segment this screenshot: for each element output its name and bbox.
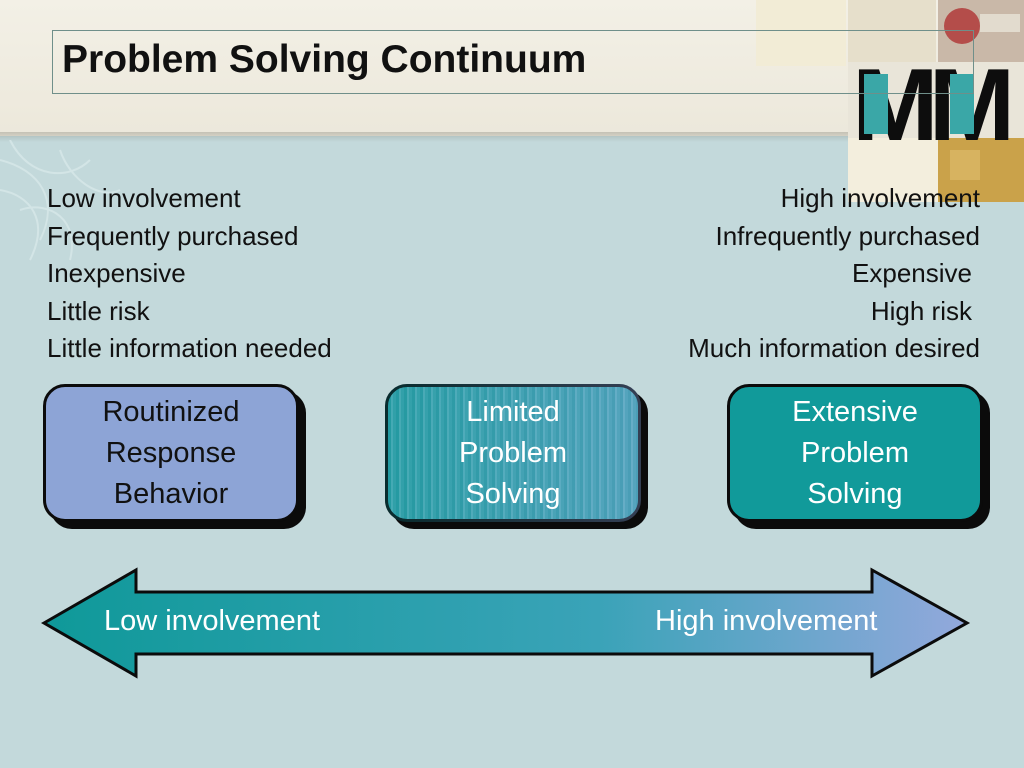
routinized-response-box: Routinized Response Behavior [43, 384, 299, 522]
logo-mark: MM [850, 66, 1024, 140]
list-item: Expensive [852, 258, 972, 288]
arrow-high-label: High involvement [655, 605, 878, 637]
header-shadow [0, 132, 1024, 142]
high-involvement-list: High involvement Infrequently purchased … [688, 180, 980, 368]
involvement-arrow [40, 567, 971, 679]
list-item: Infrequently purchased [715, 220, 980, 251]
extensive-problem-solving-box: Extensive Problem Solving [727, 384, 983, 522]
slide-title: Problem Solving Continuum [62, 38, 587, 81]
box-label: Extensive Problem Solving [792, 395, 918, 510]
list-item: Inexpensive [47, 258, 186, 288]
list-item: Low involvement [47, 183, 241, 213]
box-label: Routinized Response Behavior [102, 395, 240, 510]
list-item: Little information needed [47, 333, 332, 363]
list-item: Little risk [47, 295, 150, 326]
list-item: High risk [870, 295, 972, 326]
list-item: High involvement [780, 183, 980, 213]
title-frame [52, 30, 974, 94]
box-label: Limited Problem Solving [459, 395, 567, 510]
low-involvement-list: Low involvement Frequently purchased Ine… [47, 180, 332, 368]
swirl-decoration [0, 140, 121, 261]
arrow-low-label: Low involvement [104, 605, 320, 637]
limited-problem-solving-box: Limited Problem Solving [385, 384, 641, 522]
list-item: Much information desired [688, 333, 980, 363]
arrow-shape [40, 567, 971, 679]
list-item: Frequently purchased [47, 220, 299, 251]
